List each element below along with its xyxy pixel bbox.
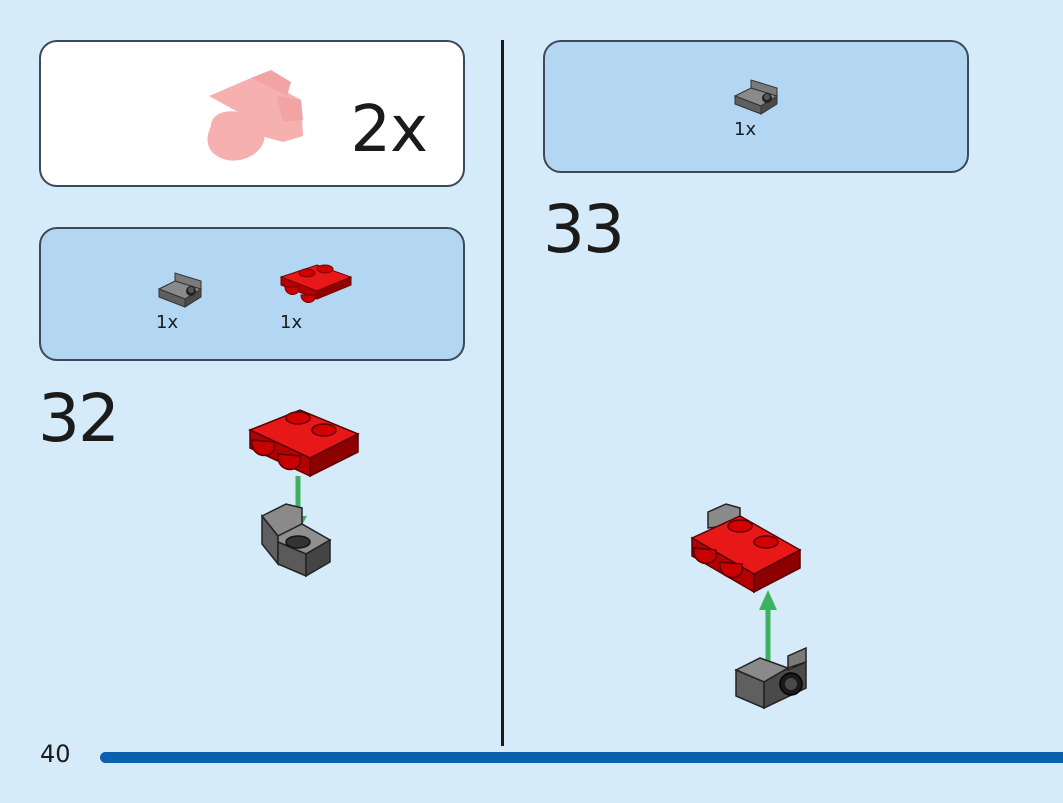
step-32-parts-list: 1x 1x bbox=[39, 227, 465, 361]
subassembly-multiplier: 2x bbox=[350, 93, 428, 167]
faded-red-subassembly-image bbox=[191, 56, 311, 168]
subassembly-callout: 2x bbox=[39, 40, 465, 187]
dark-grey-bracket-part bbox=[731, 76, 781, 116]
part-1-quantity: 1x bbox=[156, 312, 179, 333]
step-32-number: 32 bbox=[38, 380, 120, 457]
step-33-parts-list: 1x bbox=[543, 40, 969, 173]
dark-grey-bracket-part bbox=[155, 269, 205, 309]
step-33-assembly-illustration bbox=[686, 498, 816, 714]
step-33-number: 33 bbox=[543, 191, 625, 268]
footer-progress-bar bbox=[100, 752, 1063, 763]
red-plate-with-clips-part bbox=[277, 257, 357, 309]
column-divider bbox=[501, 40, 504, 746]
part-1-quantity: 1x bbox=[734, 119, 757, 140]
page-number: 40 bbox=[40, 740, 71, 768]
part-2-quantity: 1x bbox=[280, 312, 303, 333]
step-32-assembly-illustration bbox=[240, 400, 370, 585]
